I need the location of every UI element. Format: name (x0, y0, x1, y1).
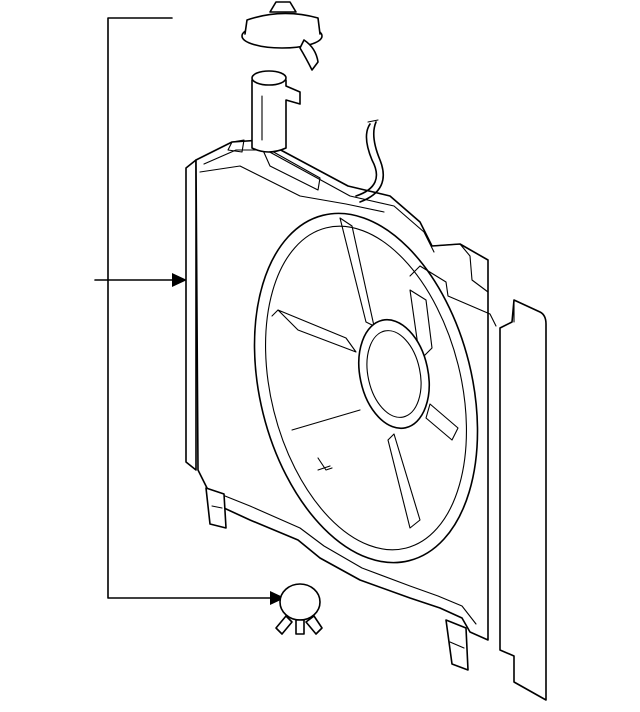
overflow-hose (355, 119, 385, 203)
arrow-head-shroud (172, 273, 187, 287)
radiator-cap (241, 1, 323, 71)
fan-shroud-ring (253, 212, 479, 564)
arrow-head-clip (270, 591, 285, 605)
fan-connector-clip (275, 583, 323, 635)
fan-motor-hub (358, 318, 430, 430)
side-seal-plate (499, 299, 547, 701)
cooling-fan-shroud-assembly (185, 139, 497, 671)
callout-bracket (94, 17, 285, 605)
filler-neck (251, 70, 301, 153)
fan-motor-blades (271, 217, 459, 529)
